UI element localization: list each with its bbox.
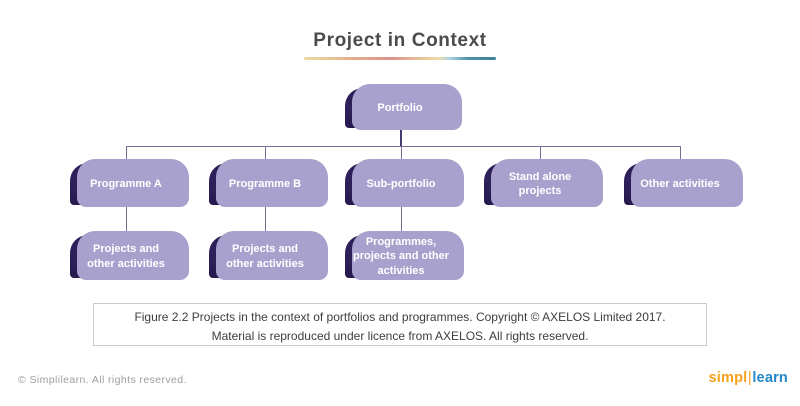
node-programmes-projects-label: Programmes, projects and other activitie… — [353, 236, 449, 277]
connector-programme-b-down — [265, 205, 266, 235]
connector-subportfolio-down — [401, 205, 402, 235]
node-sub-portfolio: Sub-portfolio — [345, 159, 464, 207]
connector-subportfolio-up — [401, 146, 402, 163]
page-title: Project in Context — [313, 30, 487, 51]
logo-text-simpl: simpl — [708, 370, 748, 386]
node-projects-b-label: Projects and other activities — [226, 243, 304, 270]
title-underline — [304, 57, 496, 60]
node-programme-b-label: Programme B — [228, 177, 302, 190]
node-other-activities: Other activities — [624, 159, 743, 207]
node-programme-a-label: Programme A — [90, 177, 162, 190]
connector-portfolio-down — [400, 128, 402, 146]
logo-text-learn: learn — [752, 370, 788, 386]
simplilearn-logo: simpl|learn — [708, 370, 788, 386]
node-projects-a: Projects and other activities — [70, 231, 189, 280]
node-stand-alone-projects: Stand alone projects — [484, 159, 603, 207]
node-programme-a: Programme A — [70, 159, 189, 207]
node-portfolio-label: Portfolio — [377, 101, 423, 114]
figure-caption-line1: Figure 2.2 Projects in the context of po… — [134, 310, 666, 324]
connector-horizontal-main — [126, 146, 681, 147]
logo-separator: | — [747, 370, 752, 386]
node-programmes-projects: Programmes, projects and other activitie… — [345, 231, 464, 280]
connector-other-up — [680, 146, 681, 163]
node-projects-a-label: Projects and other activities — [87, 243, 165, 270]
node-portfolio: Portfolio — [345, 84, 462, 130]
connector-programme-b-up — [265, 146, 266, 163]
node-programme-b: Programme B — [209, 159, 328, 207]
node-projects-b: Projects and other activities — [209, 231, 328, 280]
node-other-activities-label: Other activities — [640, 177, 720, 190]
figure-caption: Figure 2.2 Projects in the context of po… — [93, 303, 707, 346]
figure-caption-line2: Material is reproduced under licence fro… — [211, 329, 589, 343]
footer: © Simplilearn. All rights reserved. simp… — [0, 368, 800, 406]
node-stand-alone-projects-label: Stand alone projects — [508, 170, 572, 197]
connector-standalone-up — [540, 146, 541, 163]
connector-programme-a-down — [126, 205, 127, 235]
copyright-text: © Simplilearn. All rights reserved. — [18, 374, 187, 386]
node-sub-portfolio-label: Sub-portfolio — [366, 177, 436, 190]
header: Project in Context — [0, 0, 800, 60]
connector-programme-a-up — [126, 146, 127, 163]
